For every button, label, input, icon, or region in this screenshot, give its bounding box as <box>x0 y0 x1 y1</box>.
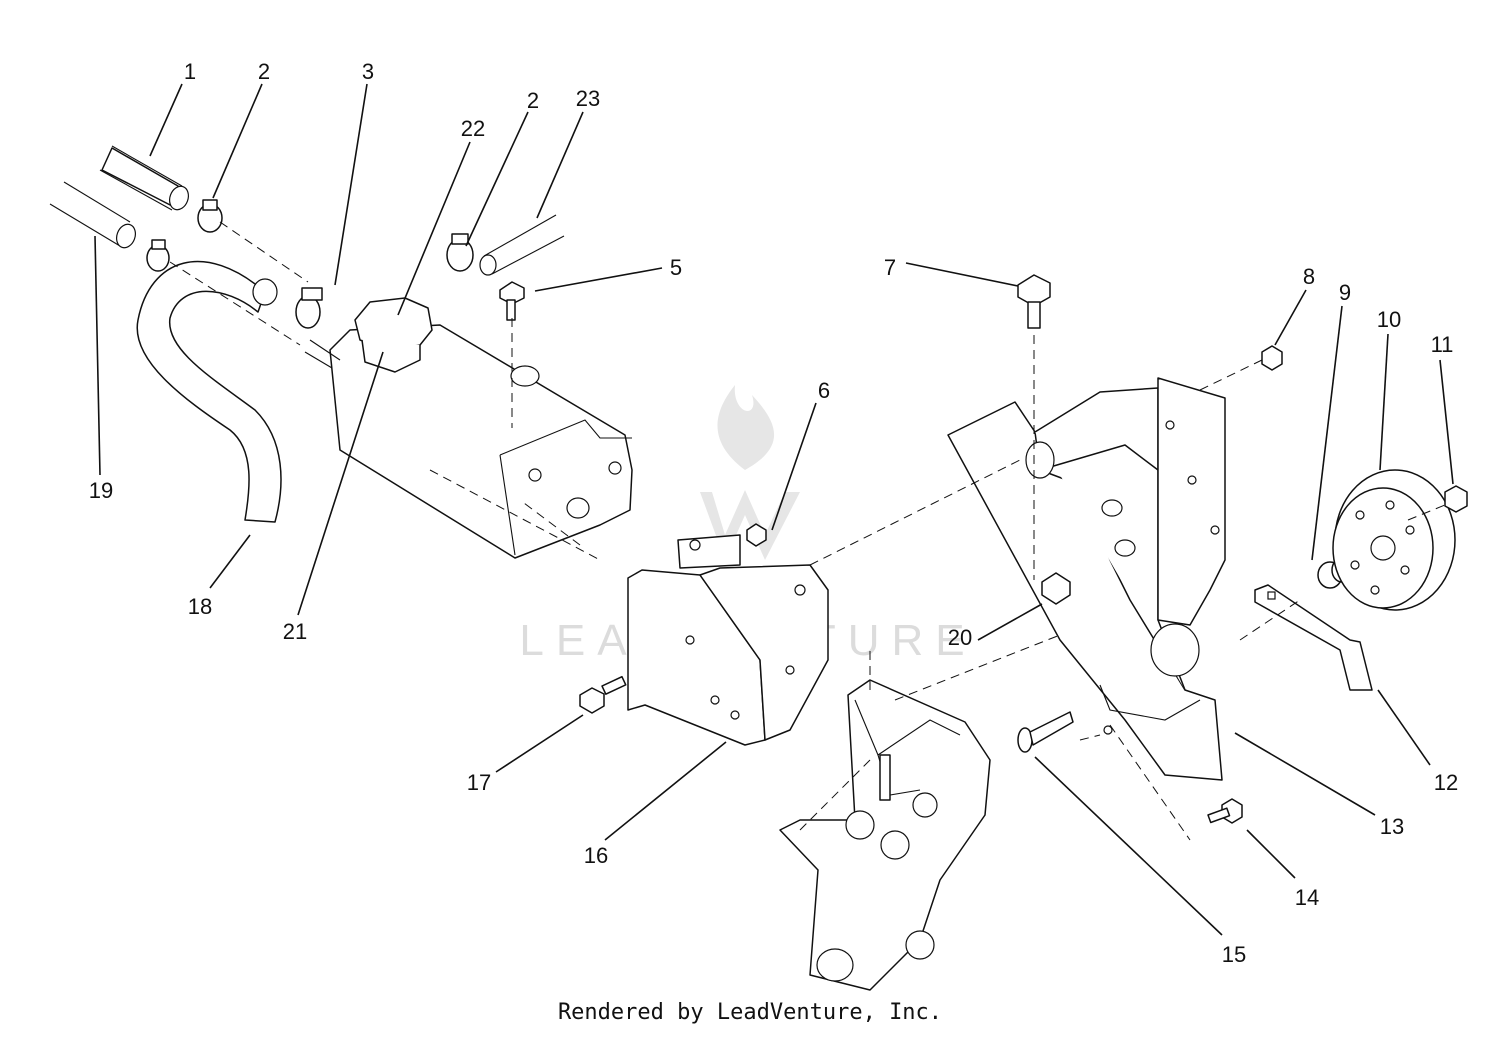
part-bolt-15 <box>1017 711 1074 753</box>
callout-12: 12 <box>1434 770 1458 795</box>
footer-credit: Rendered by LeadVenture, Inc. <box>557 1000 943 1025</box>
part-pulley-10 <box>1332 469 1456 611</box>
callout-21: 21 <box>283 619 307 644</box>
part-hose-18 <box>136 260 282 523</box>
part-mount-bracket-13 <box>947 377 1226 781</box>
callout-7: 7 <box>884 255 896 280</box>
callout-11: 11 <box>1431 332 1454 357</box>
callout-18: 18 <box>188 594 212 619</box>
part-hose-23 <box>479 214 565 276</box>
callout-6: 6 <box>818 378 830 403</box>
callout-13: 13 <box>1380 814 1404 839</box>
part-bracket-16 <box>627 534 829 746</box>
part-clamp-2-upper <box>197 199 223 233</box>
callout-22: 22 <box>461 116 485 141</box>
part-clamp-2-right <box>446 233 474 272</box>
callout-14: 14 <box>1295 885 1319 910</box>
part-screw-17 <box>579 675 627 714</box>
watermark-flame-icon <box>717 385 775 470</box>
callout-17: 17 <box>467 770 491 795</box>
part-clamp-3 <box>295 287 323 329</box>
part-reservoir-tank <box>304 324 633 559</box>
part-nut-8 <box>1261 345 1283 371</box>
part-nut-20 <box>1041 572 1071 605</box>
callout-3: 3 <box>362 59 374 84</box>
leader-lines <box>94 83 1454 936</box>
callout-20: 20 <box>948 625 972 650</box>
part-screw-7 <box>1017 274 1051 329</box>
callout-10: 10 <box>1377 307 1401 332</box>
callout-19: 19 <box>89 478 113 503</box>
part-nut-11 <box>1444 485 1468 513</box>
callout-2-right: 2 <box>527 88 539 113</box>
part-screw-5 <box>499 281 525 321</box>
part-hose-1 <box>99 145 190 211</box>
part-plate-12 <box>1254 584 1373 691</box>
part-cap-22 <box>354 297 433 373</box>
callouts: 1 2 3 22 2 23 5 7 8 9 10 11 19 6 18 21 2… <box>89 59 1458 967</box>
callout-15: 15 <box>1222 942 1246 967</box>
callout-1: 1 <box>184 59 196 84</box>
callout-16: 16 <box>584 843 608 868</box>
assembly-lines <box>169 221 1446 841</box>
callout-8: 8 <box>1303 264 1315 289</box>
callout-5: 5 <box>670 255 682 280</box>
part-nut-6 <box>746 523 767 547</box>
part-hose-19 <box>49 181 137 249</box>
callout-23: 23 <box>576 86 600 111</box>
part-screw-14 <box>1207 798 1243 824</box>
part-clamp-2-lower <box>146 239 170 272</box>
callout-9: 9 <box>1339 280 1351 305</box>
callout-2-left: 2 <box>258 59 270 84</box>
part-engine-block <box>779 679 991 991</box>
